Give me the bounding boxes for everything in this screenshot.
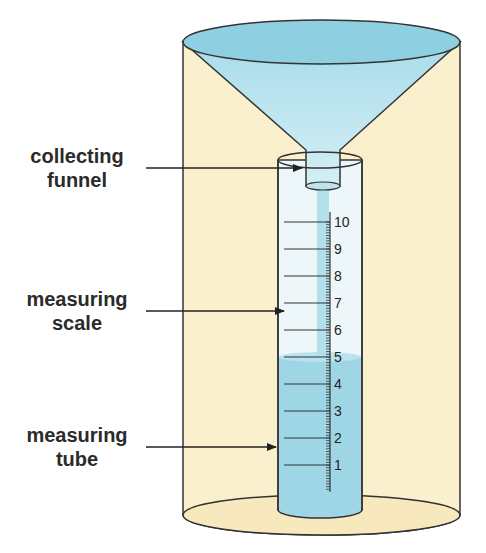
tube-top <box>278 152 362 168</box>
water <box>279 357 361 510</box>
scale-number: 8 <box>334 268 342 284</box>
scale-number: 2 <box>334 430 342 446</box>
scale-line <box>329 212 330 492</box>
scale-number: 3 <box>334 403 342 419</box>
scale-tick <box>284 410 330 411</box>
tube-body <box>278 160 362 510</box>
scale-tick <box>284 248 330 249</box>
scale-number: 4 <box>334 376 342 392</box>
leader-line <box>146 446 276 448</box>
scale-number: 6 <box>334 322 342 338</box>
scale-number: 7 <box>334 295 342 311</box>
outer-cylinder <box>183 42 460 535</box>
label-text: collecting funnel <box>12 144 142 192</box>
scale-tick <box>284 437 330 438</box>
leader-line <box>146 167 302 169</box>
scale-number: 1 <box>334 457 342 473</box>
scale-number: 9 <box>334 241 342 257</box>
scale-number: 5 <box>334 349 342 365</box>
scale-tick <box>284 356 330 357</box>
scale-ticks <box>284 222 330 489</box>
scale-tick <box>284 302 330 303</box>
scale-tick <box>284 275 330 276</box>
leader-line <box>146 310 284 312</box>
scale-tick <box>284 221 330 222</box>
funnel-mouth <box>183 20 460 64</box>
scale-tick <box>284 464 330 465</box>
label-text: measuring tube <box>12 423 142 471</box>
scale-number: 10 <box>334 214 350 230</box>
water-stream <box>317 185 329 357</box>
label-text: measuring scale <box>12 287 142 335</box>
scale-tick <box>284 383 330 384</box>
scale-tick <box>284 329 330 330</box>
